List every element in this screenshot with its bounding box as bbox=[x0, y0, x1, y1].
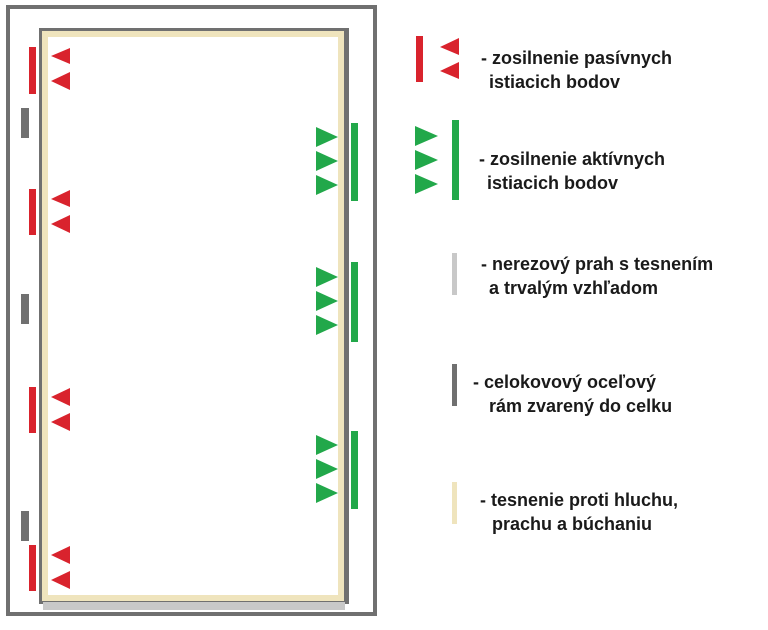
frame-right-strip bbox=[345, 28, 349, 604]
legend-passive-line2: istiacich bodov bbox=[489, 72, 621, 92]
active-triangle bbox=[316, 315, 338, 335]
stainless-threshold bbox=[43, 602, 345, 610]
active-triangle bbox=[316, 175, 338, 195]
active-bar bbox=[351, 431, 358, 509]
frame-hinges-left bbox=[21, 108, 29, 541]
active-bar bbox=[351, 123, 358, 201]
legend-active: - zosilnenie aktívnych istiacich bodov bbox=[479, 147, 665, 195]
frame-hinge bbox=[21, 294, 29, 324]
legend-active-line2: istiacich bodov bbox=[487, 173, 619, 193]
passive-point-group bbox=[29, 387, 70, 433]
passive-triangle bbox=[51, 388, 70, 406]
passive-triangle bbox=[51, 72, 70, 90]
passive-bar bbox=[29, 387, 36, 433]
beige-bar-icon bbox=[452, 482, 457, 524]
legend-passive: - zosilnenie pasívnych istiacich bodov bbox=[481, 46, 672, 94]
active-triangle bbox=[316, 459, 338, 479]
door-seal-inner bbox=[42, 31, 344, 601]
legend-threshold-line1: - nerezový prah s tesnením bbox=[481, 254, 714, 274]
legend-threshold-line2: a trvalým vzhľadom bbox=[489, 278, 658, 298]
active-point-group bbox=[316, 262, 358, 342]
legend-frame-line1: - celokovový oceľový bbox=[473, 372, 657, 392]
active-triangle bbox=[316, 151, 338, 171]
legend-threshold: - nerezový prah s tesnením a trvalým vzh… bbox=[481, 252, 713, 300]
legend-frame-line2: rám zvarený do celku bbox=[489, 396, 673, 416]
active-point-group bbox=[316, 123, 358, 201]
passive-points-left bbox=[29, 47, 70, 591]
active-point-group bbox=[316, 431, 358, 509]
legend-seal-line2: prachu a búchaniu bbox=[492, 514, 653, 534]
active-triangle bbox=[316, 127, 338, 147]
passive-triangle bbox=[51, 413, 70, 431]
steel-frame bbox=[6, 5, 377, 616]
passive-triangle bbox=[51, 546, 70, 564]
legend-icons bbox=[415, 36, 459, 524]
active-points-right bbox=[316, 123, 358, 509]
light-gray-bar-icon bbox=[452, 253, 457, 295]
frame-hinge bbox=[21, 108, 29, 138]
steel-frame-outer bbox=[6, 5, 377, 616]
legend-active-line1: - zosilnenie aktívnych bbox=[479, 149, 666, 169]
passive-triangle bbox=[51, 571, 70, 589]
legend-seal: - tesnenie proti hluchu, prachu a búchan… bbox=[480, 488, 678, 536]
passive-bar bbox=[29, 545, 36, 591]
active-bar bbox=[351, 262, 358, 342]
door-seal bbox=[39, 28, 347, 604]
passive-bar bbox=[29, 189, 36, 235]
green-triangles-with-bar-icon bbox=[415, 120, 459, 200]
legend-seal-line1: - tesnenie proti hluchu, bbox=[480, 490, 679, 510]
dark-gray-bar-icon bbox=[452, 364, 457, 406]
passive-point-group bbox=[29, 189, 70, 235]
active-triangle bbox=[316, 291, 338, 311]
passive-point-group bbox=[29, 47, 70, 94]
passive-triangle bbox=[51, 215, 70, 233]
passive-triangle bbox=[51, 190, 70, 207]
active-triangle bbox=[316, 435, 338, 455]
passive-point-group bbox=[29, 545, 70, 591]
red-bar-with-triangles-icon bbox=[416, 36, 459, 82]
active-triangle bbox=[316, 483, 338, 503]
legend-frame: - celokovový oceľový rám zvarený do celk… bbox=[473, 370, 672, 418]
legend-passive-line1: - zosilnenie pasívnych bbox=[481, 48, 673, 68]
passive-triangle bbox=[51, 48, 70, 64]
passive-bar bbox=[29, 47, 36, 94]
active-triangle bbox=[316, 267, 338, 287]
frame-hinge bbox=[21, 511, 29, 541]
